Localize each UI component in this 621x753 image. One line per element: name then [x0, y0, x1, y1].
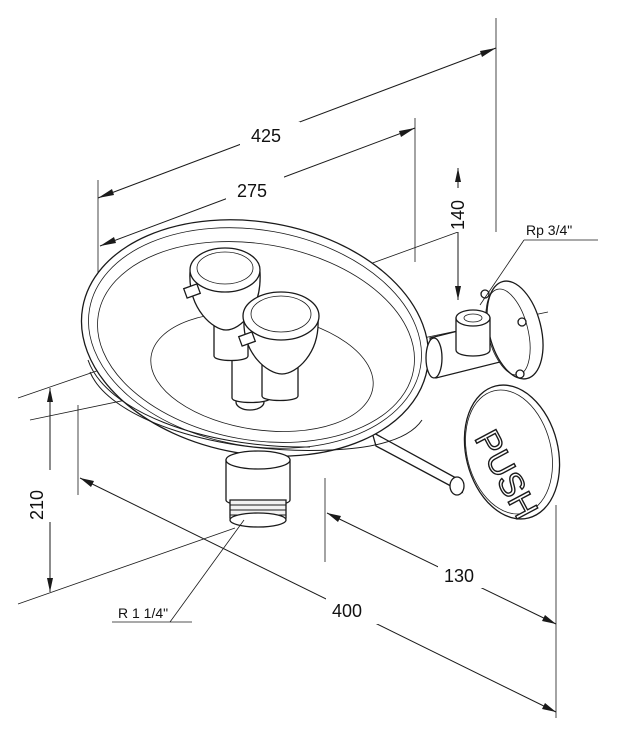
- dimension-label-425: 425: [251, 126, 281, 146]
- drain-thread-callout: R 1 1/4": [112, 605, 192, 623]
- dimension-425: 425: [97, 18, 497, 350]
- inlet-assembly: [425, 239, 598, 380]
- inlet-thread-label: Rp 3/4": [526, 222, 572, 238]
- drain-thread-label: R 1 1/4": [118, 605, 168, 621]
- dimension-label-275: 275: [237, 181, 267, 201]
- dimension-130: 130: [324, 478, 557, 625]
- dimension-label-400: 400: [332, 601, 362, 621]
- spray-heads: [182, 247, 320, 404]
- support-arm: [370, 430, 465, 496]
- drain-fitting: [169, 450, 291, 623]
- dimension-275: 275: [99, 118, 416, 262]
- dimension-400: 400: [77, 405, 557, 718]
- inlet-thread-callout: Rp 3/4": [526, 222, 572, 238]
- dimension-label-140: 140: [448, 200, 468, 230]
- push-plate[interactable]: PUSH: [451, 375, 573, 529]
- dimension-label-210: 210: [27, 490, 47, 520]
- dimension-label-130: 130: [444, 566, 474, 586]
